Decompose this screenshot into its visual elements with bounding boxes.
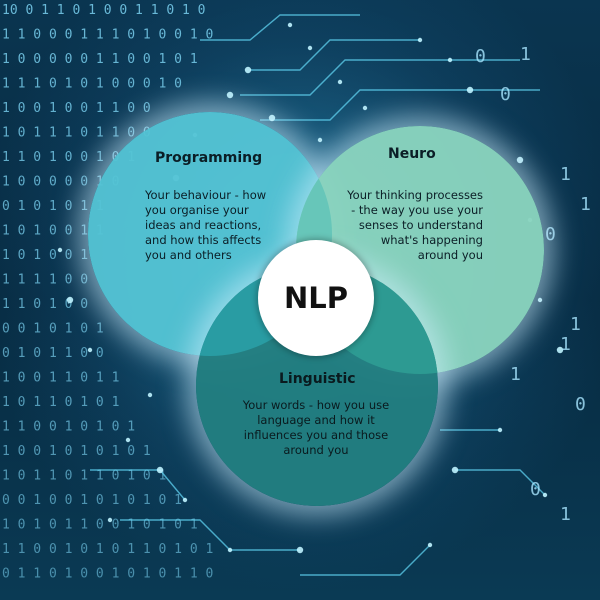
circuit-trace [200,14,360,41]
binary-row: 0 1 0 1 0 1 1 [2,199,104,214]
binary-row: 1 1 0 1 0 0 [2,297,88,312]
glow-node [362,105,368,111]
binary-row: 0 1 0 1 1 0 0 [2,346,104,361]
binary-row: 1 0 0 0 0 0 1 1 0 0 1 0 1 [2,52,198,67]
circuit-trace [250,39,420,71]
glow-node [227,547,233,553]
neuro-description-line: what's happening [380,233,483,247]
binary-digit: 1 [560,334,571,355]
binary-row: 10 0 1 1 0 1 0 0 1 1 0 1 0 [2,3,206,18]
circuit-trace [260,89,470,121]
linguistic-description: Your words - how you use language and ho… [236,398,396,458]
programming-description-line: ideas and reactions, [145,218,262,232]
binary-digit: 0 [545,224,556,245]
glow-node [497,427,503,433]
binary-digit: 1 [560,504,571,525]
binary-row: 1 0 1 0 1 1 0 0 1 0 1 0 1 [2,518,198,533]
binary-row: 0 0 1 0 0 1 0 1 0 1 0 1 [2,493,182,508]
binary-row: 1 1 0 0 0 1 1 1 0 1 0 0 1 0 [2,28,213,43]
nlp-label: NLP [283,281,348,315]
binary-row: 1 0 1 1 1 0 1 1 0 0 [2,126,151,141]
programming-description-line: you and others [145,248,232,262]
glow-node [417,37,423,43]
glow-node [125,437,131,443]
binary-row: 0 1 1 0 1 0 0 1 0 1 0 1 1 0 [2,567,213,582]
programming-description: Your behaviour - how you organise your i… [145,188,266,263]
circuit-traces [90,14,546,576]
binary-row: 1 1 0 0 1 0 1 0 1 [2,420,135,435]
binary-digit: 1 [510,364,521,385]
neuro-description-line: around you [417,248,483,262]
glow-node [57,247,63,253]
neuro-description-line: - the way you use your [351,203,483,217]
linguistic-description-line: influences you and those [243,428,389,442]
neuro-title: Neuro [388,146,436,162]
binary-row: 1 0 1 1 0 1 1 0 1 0 1 [2,469,166,484]
binary-row: 1 0 1 0 0 1 1 [2,224,104,239]
binary-row: 0 0 1 0 1 0 1 [2,322,104,337]
binary-digits: 10 0 1 1 0 1 0 0 1 1 0 1 0 1 1 0 0 0 1 1 … [2,3,213,582]
binary-row: 1 0 1 0 0 1 [2,248,88,263]
binary-digit: 0 [575,394,586,415]
glow-node [466,86,474,94]
glow-node [447,57,453,63]
glow-node [537,297,543,303]
neuro-description-line: senses to understand [358,218,483,232]
glow-node [516,156,524,164]
programming-description-line: you organise your [145,203,249,217]
linguistic-title: Linguistic [279,371,356,387]
binary-digit: 1 [520,44,531,65]
programming-description-line: and how this affects [145,233,262,247]
glow-node [337,79,343,85]
glow-node [542,492,548,498]
glow-node [182,497,188,503]
glow-node [244,66,252,74]
binary-row: 1 0 0 1 0 1 0 1 0 1 [2,444,151,459]
neuro-description-line: Your thinking processes [347,188,483,202]
binary-digit: 0 [475,46,486,67]
glow-node [307,45,313,51]
glow-node [147,392,153,398]
binary-row: 1 1 0 1 0 0 1 0 1 [2,150,135,165]
glow-node [226,91,234,99]
glow-node [268,114,276,122]
binary-row: 1 1 0 0 1 0 1 0 1 1 0 1 0 1 [2,542,213,557]
neuro-description: Your thinking processes - the way you us… [347,188,483,263]
glow-node [451,466,459,474]
circuit-trace [120,519,300,551]
glow-node [317,137,323,143]
glow-node [66,296,74,304]
binary-digit: 1 [580,194,591,215]
glow-node [427,542,433,548]
linguistic-description-line: Your words - how you use [242,398,390,412]
linguistic-description-line: around you [283,443,349,457]
binary-row: 1 0 0 0 0 0 1 0 [2,175,119,190]
binary-digit: 1 [570,314,581,335]
glow-node [287,22,293,28]
glow-node [296,546,304,554]
programming-description-line: Your behaviour - how [145,188,267,202]
binary-row: 1 0 0 1 0 0 1 1 0 0 [2,101,151,116]
binary-row: 1 1 1 0 1 0 1 0 0 0 1 0 [2,77,182,92]
linguistic-description-line: language and how it [257,413,375,427]
binary-digit: 0 [530,479,541,500]
binary-row: 1 1 1 1 0 0 [2,273,88,288]
glow-node [556,346,564,354]
circuit-trace [240,59,450,96]
binary-digit: 1 [560,164,571,185]
circuit-trace [455,469,546,496]
binary-row: 1 0 0 1 1 0 1 1 [2,371,119,386]
binary-row: 1 0 1 1 0 1 0 1 [2,395,119,410]
programming-title: Programming [155,150,263,166]
glow-node [156,466,164,474]
binary-digit: 0 [500,84,511,105]
glow-node [107,517,113,523]
nlp-center-circle: NLP [258,240,374,356]
glow-node [87,347,93,353]
circuit-trace [300,544,431,576]
